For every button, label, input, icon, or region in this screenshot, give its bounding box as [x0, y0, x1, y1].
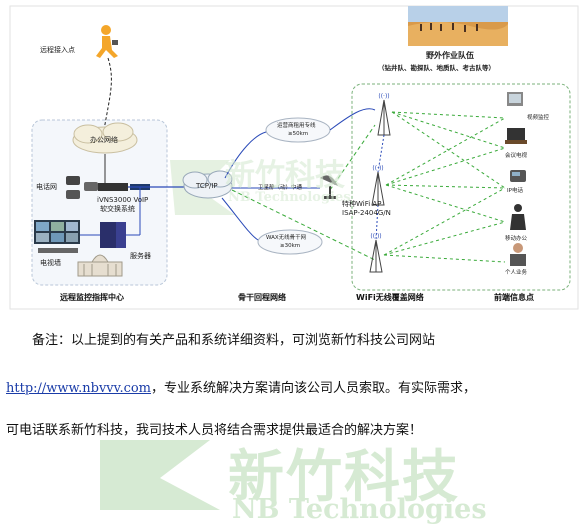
video-monitor-icon	[507, 92, 523, 106]
wax-label-2: ≥30km	[280, 243, 301, 249]
conference-tv-icon	[505, 128, 527, 144]
voip-label-1: iVNS3000 VoIP	[97, 196, 149, 204]
watermark-cn-bottom: 新竹科技	[228, 444, 460, 510]
note-line-1: 备注：以上提到的有关产品和系统详细资料，可浏览新竹科技公司网站	[6, 329, 584, 348]
watermark-cn-mid: 新竹科技	[225, 158, 345, 193]
wax-label-1: WAX无线骨干网	[266, 235, 307, 241]
caption-wifi-coverage: WiFi无线覆盖网络	[356, 293, 424, 302]
terminal-mobile-office: 移动办公	[505, 236, 528, 242]
note-line-2: http://www.nbvvv.com，专业系统解决方案请向该公司人员索取。有…	[6, 377, 584, 396]
terminal-ip-phone: IP电话	[507, 188, 523, 194]
tcpip-label: TCP/IP	[196, 182, 218, 190]
carrier-line-label-2: ≥50km	[288, 131, 309, 137]
phone-network-label: 电话网	[36, 183, 57, 191]
terminal-video-monitor: 视频监控	[527, 115, 550, 121]
wax-cloud-icon	[257, 229, 323, 255]
voip-label-2: 软交换系统	[100, 205, 135, 213]
mobile-office-icon	[510, 204, 526, 230]
remote-user-icon	[96, 25, 118, 58]
office-cloud-icon	[72, 122, 138, 154]
field-team-photo	[408, 6, 508, 46]
server-label: 服务器	[130, 252, 151, 260]
field-team-subtitle: （钻井队、勘探队、地质队、考古队等）	[378, 64, 495, 72]
wifi-links	[383, 111, 506, 263]
note-line-3: 可电话联系新竹科技，我司技术人员将结合需求提供最适合的解决方案！	[6, 419, 584, 438]
note-text-1: 备注：以上提到的有关产品和系统详细资料，可浏览新竹科技公司网站	[32, 333, 436, 348]
personal-service-icon	[510, 243, 526, 266]
svg-text:((·)): ((·))	[372, 165, 383, 172]
tv-wall-icon	[34, 220, 80, 253]
caption-backbone: 骨干回程网络	[238, 293, 286, 302]
website-link[interactable]: http://www.nbvvv.com	[6, 381, 152, 396]
caption-command-center: 远程监控指挥中心	[60, 293, 124, 302]
ip-phone-icon	[510, 170, 526, 182]
terminal-conference-tv: 会议电视	[505, 153, 528, 159]
tcpip-cloud-icon	[182, 170, 233, 199]
satellite-dish-icon	[320, 175, 338, 199]
wifi-ap-label-1: 特种WiFi AP	[342, 200, 382, 208]
wifi-coverage-box	[351, 83, 571, 291]
server-icon	[100, 222, 126, 248]
tv-wall-label: 电视墙	[40, 259, 61, 267]
satellite-relay-label: 卫星静（动）中通	[258, 185, 303, 191]
watermark-en-mid: NB Technologies	[228, 190, 351, 205]
field-team-title: 野外作业队伍	[426, 51, 474, 60]
remote-access-label: 远程接入点	[40, 46, 75, 54]
wifi-tower-3-icon: ((·))	[369, 233, 383, 273]
wifi-ap-label-2: ISAP-2404G/N	[342, 209, 391, 217]
building-icon	[77, 254, 123, 277]
watermark-en-bottom: NB Technologies	[232, 494, 487, 525]
phone-icons	[66, 176, 98, 199]
svg-text:((·)): ((·))	[378, 93, 389, 100]
svg-text:((·)): ((·))	[370, 233, 381, 240]
note-text-2: ，专业系统解决方案请向该公司人员索取。有实际需求，	[151, 381, 477, 396]
carrier-line-label-1: 运营商租用专线	[277, 123, 316, 129]
caption-frontend-points: 前端信息点	[494, 293, 534, 302]
diagram-frame	[9, 5, 579, 310]
terminal-personal-service: 个人业务	[505, 270, 528, 276]
office-network-label: 办公网络	[90, 136, 118, 144]
note-text-3: 可电话联系新竹科技，我司技术人员将结合需求提供最适合的解决方案！	[6, 423, 423, 438]
